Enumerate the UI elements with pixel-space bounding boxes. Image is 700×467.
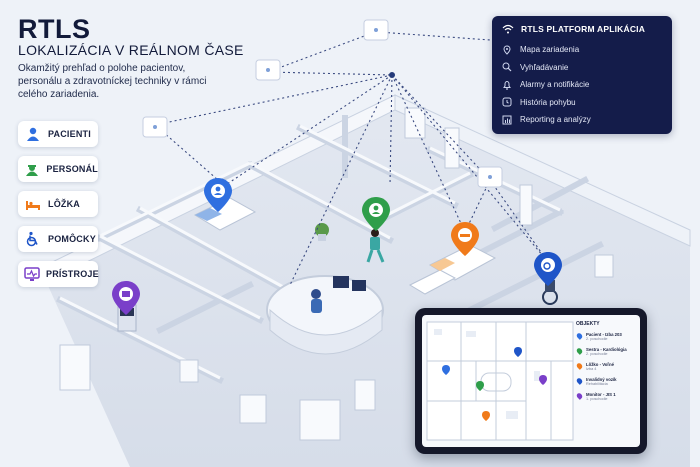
bed-icon xyxy=(24,195,42,213)
platform-item-label: Vyhľadávanie xyxy=(520,62,569,72)
category-lozka[interactable]: LÔŽKA xyxy=(18,191,98,217)
category-label: POMÔCKY xyxy=(48,234,96,244)
category-label: PACIENTI xyxy=(48,129,91,139)
map-pin-icon xyxy=(575,332,584,340)
tablet-device: OBJEKTY Pacient - Izba 203 2. poschodie … xyxy=(415,308,647,454)
mini-map-pin-icon xyxy=(442,347,547,421)
report-icon xyxy=(502,115,512,125)
object-location: Rehabilitácia xyxy=(586,382,608,386)
object-name: Lôžko - Voľné xyxy=(586,362,615,367)
platform-item-historia[interactable]: História pohybu xyxy=(502,94,662,112)
objects-list: OBJEKTY Pacient - Izba 203 2. poschodie … xyxy=(575,321,638,407)
page-description: Okamžitý prehľad o polohe pacientov, per… xyxy=(18,63,207,100)
search-icon xyxy=(502,62,512,72)
object-location: 1. poschodie xyxy=(586,397,608,401)
object-item[interactable]: Invalidný vozík Rehabilitácia xyxy=(575,377,638,387)
platform-item-label: Mapa zariadenia xyxy=(520,45,580,55)
map-pin-icon xyxy=(503,45,511,55)
object-item[interactable]: Lôžko - Voľné Izba 4 xyxy=(575,362,638,372)
object-item[interactable]: Monitor - JIS 1 1. poschodie xyxy=(575,392,638,402)
object-name: Sestra - Kardiológia xyxy=(586,347,627,352)
category-pristroje[interactable]: PRÍSTROJE xyxy=(18,261,99,287)
object-location: 2. poschodie xyxy=(586,352,608,356)
access-point-icon xyxy=(142,19,503,188)
platform-item-reporting[interactable]: Reporting a analýzy xyxy=(502,111,662,129)
category-pomocky[interactable]: POMÔCKY xyxy=(18,226,98,252)
object-item[interactable]: Pacient - Izba 203 2. poschodie xyxy=(575,332,638,342)
object-location: 2. poschodie xyxy=(586,337,608,341)
object-item[interactable]: Sestra - Kardiológia 2. poschodie xyxy=(575,347,638,357)
page-title: RTLS xyxy=(18,14,91,44)
map-pin-icon xyxy=(575,392,584,400)
patient-icon xyxy=(24,125,42,143)
map-pin-icon xyxy=(575,377,584,385)
bell-icon xyxy=(503,80,511,90)
tablet-screen: OBJEKTY Pacient - Izba 203 2. poschodie … xyxy=(422,315,640,447)
object-name: Invalidný vozík xyxy=(586,377,617,382)
category-label: PERSONÁL xyxy=(46,164,98,174)
platform-title: RTLS PLATFORM APLIKÁCIA xyxy=(521,24,646,34)
category-label: PRÍSTROJE xyxy=(46,269,99,279)
objects-title: OBJEKTY xyxy=(576,321,600,327)
object-location: Izba 4 xyxy=(586,367,597,371)
platform-item-alarmy[interactable]: Alarmy a notifikácie xyxy=(502,76,662,94)
history-icon xyxy=(502,97,512,107)
monitor-icon xyxy=(24,265,40,283)
category-label: LÔŽKA xyxy=(48,199,80,209)
staff-icon xyxy=(24,160,40,178)
wheelchair-icon xyxy=(24,230,42,248)
platform-item-label: História pohybu xyxy=(520,97,576,107)
wifi-icon xyxy=(502,24,514,34)
page-subtitle: LOKALIZÁCIA V REÁLNOM ČASE xyxy=(18,42,244,58)
map-pin-icon xyxy=(575,362,584,370)
platform-item-label: Reporting a analýzy xyxy=(520,115,591,125)
object-name: Monitor - JIS 1 xyxy=(586,392,616,397)
platform-panel: RTLS PLATFORM APLIKÁCIA Mapa zariadenia … xyxy=(492,16,672,134)
platform-item-mapa[interactable]: Mapa zariadenia xyxy=(502,41,662,59)
mini-floor-map[interactable] xyxy=(426,321,574,441)
platform-item-label: Alarmy a notifikácie xyxy=(520,80,590,90)
map-pin-icon xyxy=(575,347,584,355)
object-name: Pacient - Izba 203 xyxy=(586,332,622,337)
platform-item-vyhladavanie[interactable]: Vyhľadávanie xyxy=(502,59,662,77)
category-personal[interactable]: PERSONÁL xyxy=(18,156,98,182)
category-pacienti[interactable]: PACIENTI xyxy=(18,121,98,147)
